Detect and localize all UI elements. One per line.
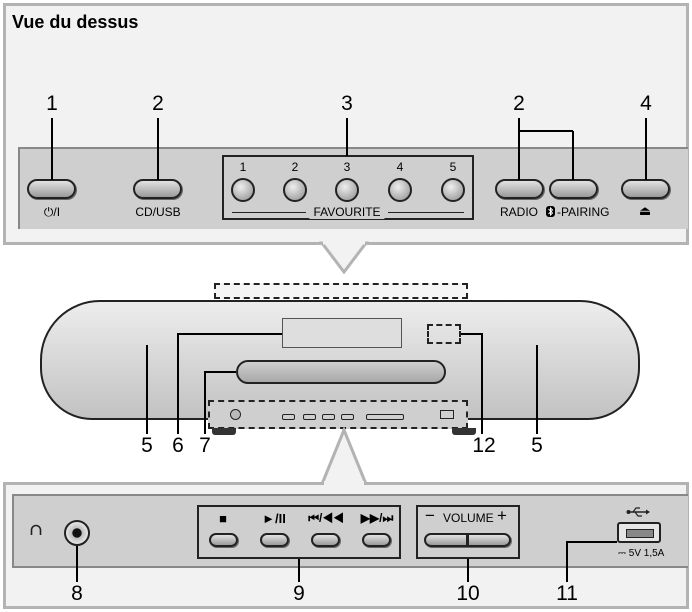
callout-8: 8: [71, 582, 83, 605]
callout-12: 12: [472, 434, 496, 457]
usb-port[interactable]: [617, 522, 661, 543]
playback-frame: [197, 505, 401, 559]
favourite-underline-right: [388, 212, 464, 213]
play-pause-button[interactable]: [260, 533, 289, 547]
callout-10: 10: [456, 582, 480, 605]
device-mini-usb: [440, 410, 454, 419]
favourite-number-4: 4: [396, 160, 404, 174]
previous-button[interactable]: [311, 533, 340, 547]
device-top-buttons-area: [214, 283, 468, 299]
favourite-button-5[interactable]: [441, 178, 465, 202]
device-mini-btn: [322, 414, 335, 420]
volume-frame: [416, 505, 520, 559]
volume-up-button[interactable]: [467, 533, 511, 547]
usb-rating-label: ⎓ 5V 1,5A: [618, 548, 665, 559]
stop-icon: ■: [219, 511, 227, 526]
favourite-label: FAVOURITE: [309, 205, 385, 219]
volume-label: VOLUME: [443, 511, 494, 525]
device-foot-left: [212, 428, 236, 435]
play-pause-icon: ►/II: [262, 511, 286, 526]
volume-minus-label: −: [425, 506, 435, 525]
callout-5-right: 5: [531, 434, 543, 457]
device-foot-right: [452, 428, 476, 435]
headphone-jack[interactable]: [64, 520, 90, 546]
power-label: ⏻/I: [43, 205, 61, 219]
callout-7: 7: [199, 434, 211, 457]
stop-button[interactable]: [209, 533, 238, 547]
eject-icon: ⏏: [638, 203, 652, 218]
callout-2-left: 2: [152, 92, 164, 115]
cd-usb-label: CD/USB: [135, 205, 181, 219]
device-mini-volume: [366, 414, 404, 420]
device-cd-slot: [236, 360, 446, 384]
bluetooth-icon: [546, 206, 555, 217]
favourite-button-3[interactable]: [335, 178, 359, 202]
pairing-label: -PAIRING: [557, 205, 610, 219]
device-sensor-area: [427, 324, 461, 344]
volume-plus-label: +: [497, 506, 507, 525]
favourite-number-3: 3: [343, 160, 351, 174]
callout-1: 1: [46, 92, 58, 115]
page-title: Vue du dessus: [12, 12, 139, 32]
device-mini-btn: [282, 414, 295, 420]
favourite-button-4[interactable]: [388, 178, 412, 202]
favourite-button-2[interactable]: [283, 178, 307, 202]
device-mini-btn: [303, 414, 316, 420]
callout-5-left: 5: [141, 434, 153, 457]
callout-2-right: 2: [513, 92, 525, 115]
device-display: [282, 318, 402, 348]
next-icon: ▶▶/⏭: [360, 511, 394, 525]
headphone-icon: [30, 524, 42, 536]
triangle-cover: [324, 481, 364, 486]
device-mini-btn: [341, 414, 354, 420]
callout-3: 3: [341, 92, 353, 115]
callout-6: 6: [172, 434, 184, 457]
callout-9: 9: [293, 582, 305, 605]
usb-icon: [626, 506, 650, 518]
favourite-number-1: 1: [239, 160, 247, 174]
callout-11: 11: [556, 582, 578, 605]
next-button[interactable]: [362, 533, 391, 547]
previous-icon: ⏮/◀◀: [308, 511, 344, 525]
favourite-underline-left: [232, 212, 306, 213]
device-headphone-jack: [230, 409, 241, 420]
callout-4: 4: [640, 92, 652, 115]
favourite-number-2: 2: [291, 160, 299, 174]
favourite-button-1[interactable]: [231, 178, 255, 202]
favourite-number-5: 5: [449, 160, 457, 174]
device-front-controls-area: [208, 400, 468, 429]
radio-label: RADIO: [499, 205, 539, 219]
